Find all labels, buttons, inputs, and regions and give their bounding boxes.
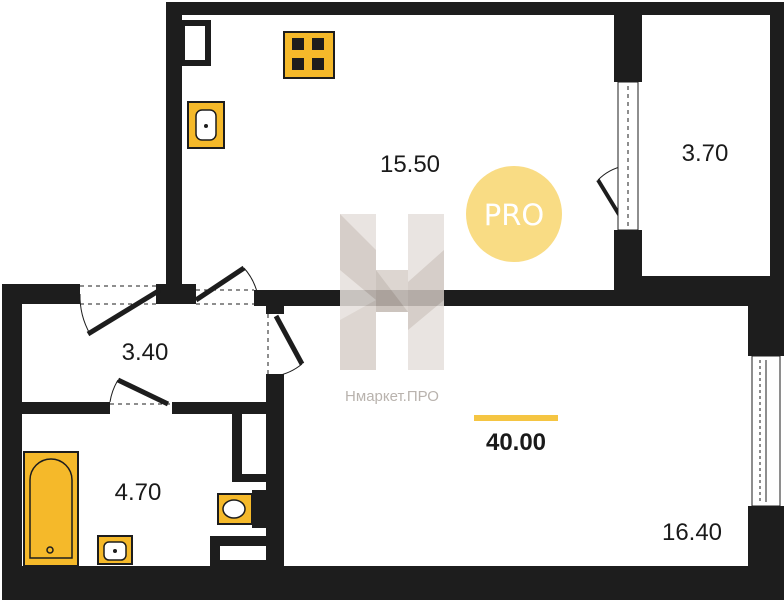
living-door-leaf <box>273 314 305 366</box>
wall-living-right-bottom <box>748 506 784 600</box>
entrance-door-leaf <box>86 287 162 337</box>
toilet-icon <box>217 490 266 528</box>
fixtures <box>23 31 335 567</box>
wall-bath-top-left <box>2 402 110 414</box>
windows <box>617 81 781 507</box>
wall-kitchen-right-top <box>614 2 642 82</box>
hallway-area-label: 3.40 <box>122 339 169 366</box>
kitchen-door-leaf <box>194 265 246 303</box>
wall-left <box>2 284 22 600</box>
total-area-label: 40.00 <box>486 429 546 456</box>
pro-badge <box>466 166 562 262</box>
wall-niche-b <box>210 536 282 600</box>
wall-middle-a <box>156 284 196 304</box>
stove-icon <box>283 31 335 79</box>
bathroom-sink-icon <box>97 535 133 565</box>
bath-door-leaf <box>116 377 170 407</box>
wall-balcony-right <box>770 2 784 292</box>
niche-void-a <box>242 414 266 474</box>
pro-badge-text: PRO <box>484 198 544 232</box>
wall-balcony-top <box>628 2 784 15</box>
watermark-logo <box>340 214 444 370</box>
wall-kitchen-right-bottom <box>614 230 642 292</box>
living-room-area-label: 16.40 <box>662 519 722 546</box>
wall-bottom <box>2 566 784 600</box>
wall-top <box>166 2 640 15</box>
bathtub-icon <box>23 451 79 567</box>
doors <box>79 165 628 407</box>
watermark-text: Нмаркет.ПРО <box>345 388 439 405</box>
bath-door-swing <box>109 379 119 403</box>
living-door-swing <box>275 363 303 377</box>
niche-void-b <box>220 546 266 560</box>
bathroom-area-label: 4.70 <box>115 479 162 506</box>
kitchen-area-label: 15.50 <box>380 151 440 178</box>
kitchen-balcony-window <box>617 81 639 231</box>
wall-kitchen-left <box>166 2 182 304</box>
wall-balcony-bottom <box>628 276 784 292</box>
wall-living-left-top <box>266 290 284 314</box>
kitchen-sink-icon <box>187 101 225 149</box>
kitchen-corner-niche <box>179 20 211 66</box>
wall-living-right-top <box>748 290 784 356</box>
balcony-area-label: 3.70 <box>682 140 729 167</box>
total-area-accent-bar <box>474 415 558 421</box>
kitchen-door-swing <box>243 267 259 297</box>
wall-middle-b <box>254 290 774 306</box>
entrance-door-swing <box>79 293 91 335</box>
